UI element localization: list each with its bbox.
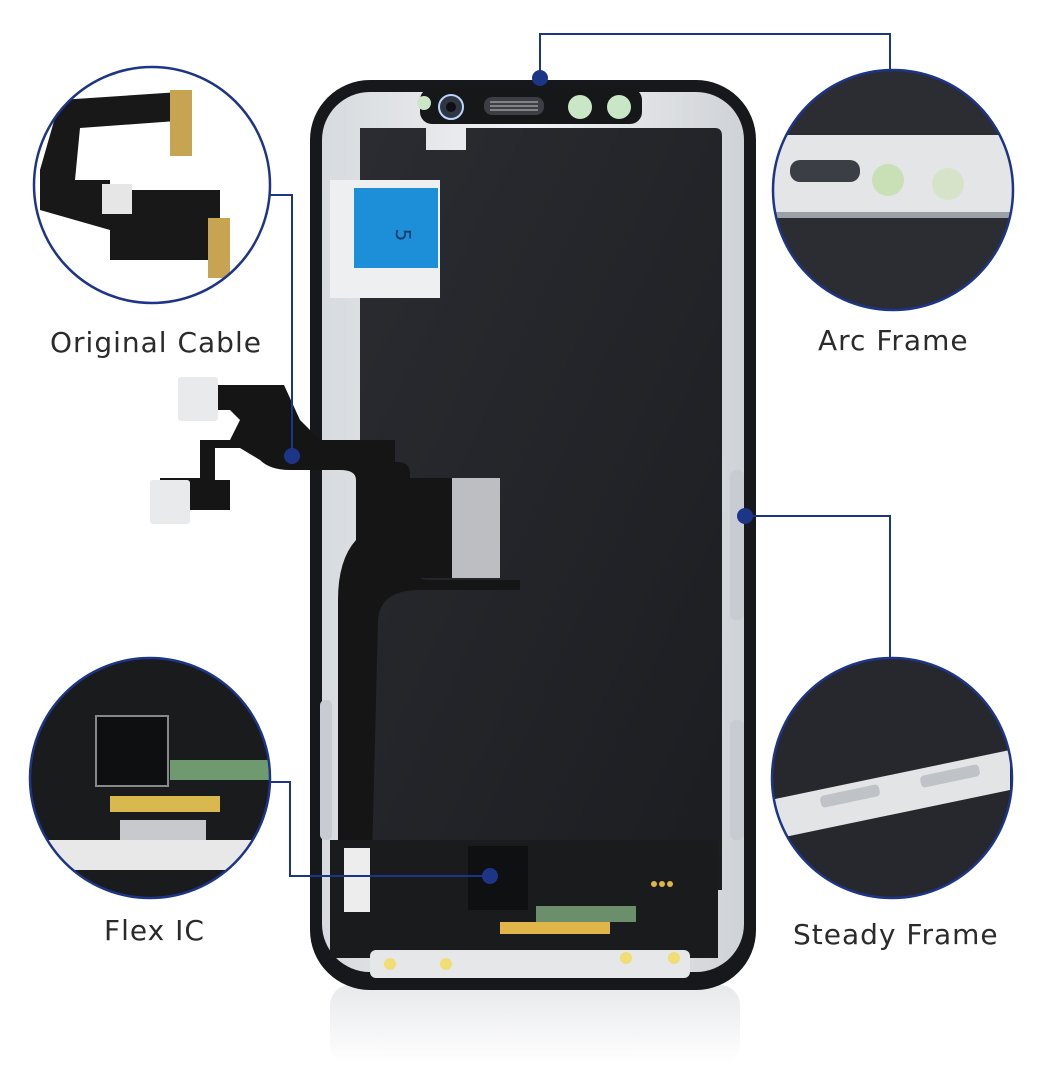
- zoom-arc-frame: [771, 68, 1015, 312]
- blue-sticker: [354, 188, 438, 268]
- side-flex-cable: [160, 385, 395, 510]
- phone-reflection: [330, 985, 740, 1065]
- cable-connector-top: [178, 377, 218, 421]
- sticker-marking: 5: [391, 229, 415, 242]
- callout-dot-flex: [482, 868, 498, 884]
- main-flex-cable: [338, 462, 520, 860]
- bottom-lip: [370, 950, 690, 978]
- callout-dot-cable: [284, 448, 300, 464]
- lcd-assembly: 5: [150, 80, 756, 990]
- callout-lines: [268, 33, 891, 877]
- label-original-cable: Original Cable: [50, 326, 262, 359]
- label-steady-frame: Steady Frame: [793, 918, 999, 951]
- callout-dot-arc: [532, 70, 548, 86]
- label-flex-ic: Flex IC: [104, 914, 205, 947]
- zoom-steady-frame: [770, 656, 1014, 900]
- flex-ic-chip: [468, 846, 528, 910]
- label-arc-frame: Arc Frame: [818, 324, 969, 357]
- frame-rib-right: [730, 470, 744, 620]
- zoom-original-cable: [32, 65, 272, 305]
- callout-dot-steady: [737, 508, 753, 524]
- cable-connector-bottom: [150, 480, 190, 524]
- flex-shield: [452, 478, 500, 578]
- zoom-flex-ic: [28, 656, 272, 900]
